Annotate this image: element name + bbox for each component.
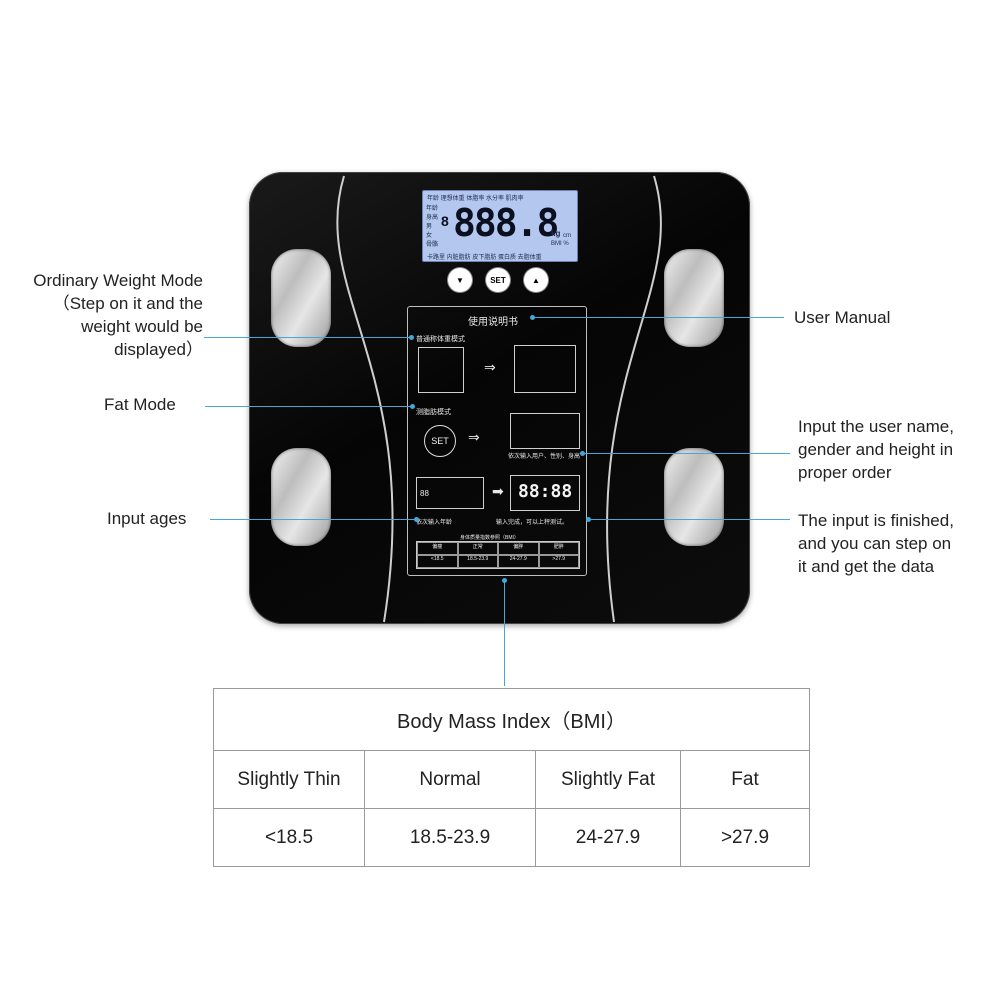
manual-footprints-image [514,345,576,393]
callout-line-user [582,453,790,454]
callout-dot-ordinary [409,335,414,340]
electrode-pad-top-right [664,249,724,347]
bmi-value-fat: >27.9 [680,808,810,867]
callout-line-finished [588,519,790,520]
manual-result-screen [510,475,580,511]
bmi-header-normal: Normal [364,750,536,809]
bmi-value-slightly-thin: <18.5 [213,808,365,867]
label-fat-mode: Fat Mode [104,395,176,414]
lcd-unit-cm: cm [563,233,571,239]
manual-step2: 测脂肪模式 [416,409,451,416]
label-ordinary-weight-mode: Ordinary Weight Mode （Step on it and the… [33,271,203,359]
manual-input-age-text: 依次输入年龄 [416,520,453,526]
manual-bmi-table: 偏瘦 正常 偏胖 肥胖 <18.5 18.5-23.9 24-27.9 >27.… [416,541,580,569]
callout-dot-fat [410,404,415,409]
bmi-table: Body Mass Index（BMI） Slightly Thin Norma… [213,688,810,867]
lcd-side-digit: 8 [441,213,449,229]
electrode-pad-bottom-right [664,448,724,546]
scale-manual-panel: 使用说明书 普通称体重模式 ⇒ 测脂肪模式 SET ⇒ 依次输入用户、性别、身高… [407,306,587,576]
manual-step1-scale-image [418,347,464,393]
electrode-pad-bottom-left [271,448,331,546]
scale-curves [336,175,662,623]
label-user-manual: User Manual [794,308,891,327]
down-button[interactable]: ▼ [448,268,472,292]
manual-arrow-3: ➡ [492,483,504,499]
manual-user-screen [510,413,580,449]
lcd-top-labels: 年龄 理想体重 体脂率 水分率 肌肉率 [427,196,524,202]
lcd-left-labels: 年龄 身高 男 女 骨骼 [426,206,439,248]
manual-set-icon: SET [424,425,456,457]
manual-finish-text: 输入完成，可以上秤测试。 [496,520,569,526]
manual-arrow-1: ⇒ [484,359,496,375]
manual-arrow-2: ⇒ [468,429,480,445]
lcd-display: 年龄 理想体重 体脂率 水分率 肌肉率 年龄 身高 男 女 骨骼 8 888.8… [422,190,578,262]
manual-age-digits: 88 [420,489,429,498]
lcd-weight-digits: 888.8 [453,201,559,245]
manual-result-digits: 88:88 [518,481,573,502]
lcd-unit-bmi: BMI % [551,241,569,247]
callout-dot-finished [586,517,591,522]
bmi-table-title: Body Mass Index（BMI） [213,688,810,751]
up-button[interactable]: ▲ [524,268,548,292]
manual-age-screen [416,477,484,509]
lcd-bottom-labels: 卡路里 内脏脂肪 皮下脂肪 蛋白质 去脂体重 [427,255,542,261]
manual-step1: 普通称体重模式 [416,336,465,343]
bmi-header-fat: Fat [680,750,810,809]
callout-line-bmi [504,580,505,686]
label-input-finished: The input is finished, and you can step … [798,511,954,576]
bmi-value-normal: 18.5-23.9 [364,808,536,867]
callout-dot-bmi [502,578,507,583]
callout-dot-user [580,451,585,456]
callout-dot-ages [414,517,419,522]
bmi-header-slightly-thin: Slightly Thin [213,750,365,809]
lcd-unit-kg: kg [551,229,561,238]
label-input-user: Input the user name, gender and height i… [798,417,954,482]
bmi-header-slightly-fat: Slightly Fat [535,750,681,809]
callout-line-ordinary [204,337,411,338]
manual-title: 使用说明书 [468,317,518,328]
manual-input-user-text: 依次输入用户、性别、身高 [508,454,581,460]
label-input-ages: Input ages [107,509,187,528]
manual-table-title: 身体质量指数参照（BMI） [460,535,519,541]
callout-line-fat [205,406,412,407]
bmi-value-slightly-fat: 24-27.9 [535,808,681,867]
set-button[interactable]: SET [486,268,510,292]
electrode-pad-top-left [271,249,331,347]
callout-line-manual [532,317,784,318]
callout-dot-manual [530,315,535,320]
callout-line-ages [210,519,416,520]
